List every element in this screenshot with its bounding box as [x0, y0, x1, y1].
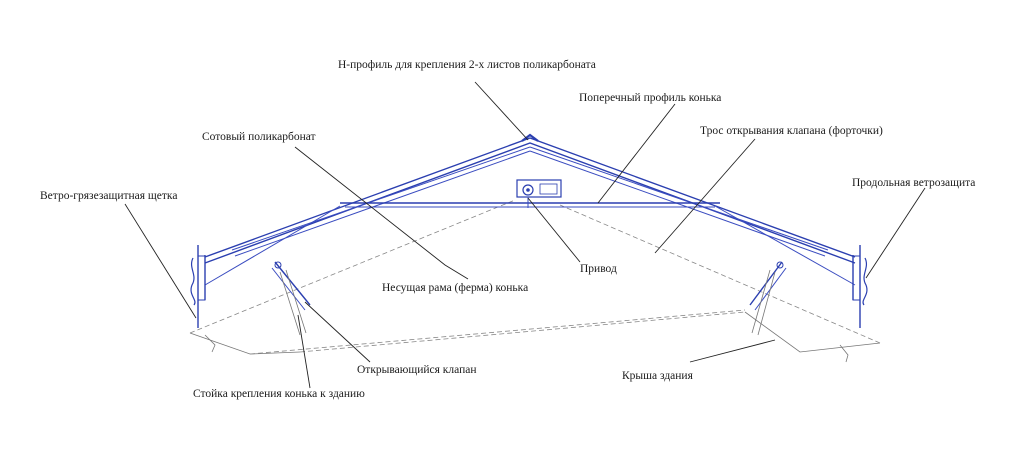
label-h-profile: Н-профиль для крепления 2-х листов полик… [338, 59, 596, 71]
drive-unit [516, 179, 562, 208]
right-valve-and-post [749, 261, 787, 336]
leader-lines [124, 81, 926, 389]
ridge-truss [204, 133, 856, 286]
left-valve-and-post [271, 261, 311, 336]
label-brush: Ветро-грязезащитная щетка [40, 190, 177, 202]
label-mounting-post: Стойка крепления конька к зданию [193, 388, 365, 400]
label-longitudinal-wind-protection: Продольная ветрозащита [852, 177, 975, 189]
label-truss-frame: Несущая рама (ферма) конька [382, 282, 528, 294]
label-cellular-polycarbonate: Сотовый поликарбонат [202, 131, 316, 143]
right-end-wind-protection [852, 245, 868, 328]
label-drive: Привод [580, 263, 617, 275]
label-cross-profile: Поперечный профиль конька [579, 92, 721, 104]
building-roof-outline [189, 199, 881, 363]
left-end-brush [190, 245, 206, 328]
label-opening-valve: Открывающийся клапан [357, 364, 477, 376]
label-cable: Трос открывания клапана (форточки) [700, 125, 883, 137]
label-building-roof: Крыша здания [622, 370, 694, 382]
